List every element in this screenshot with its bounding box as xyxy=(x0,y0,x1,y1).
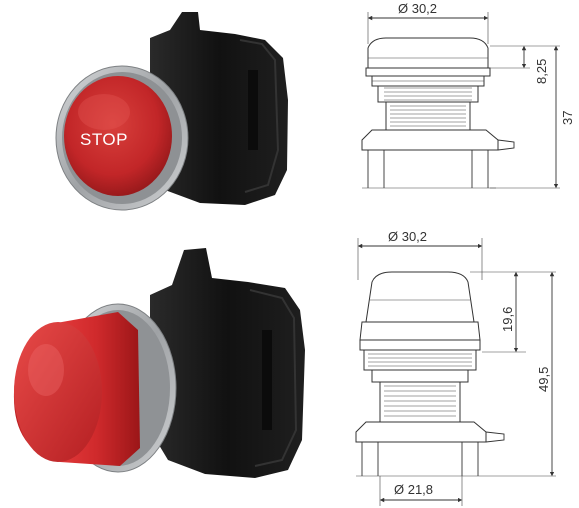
flush-red-cap xyxy=(64,76,172,196)
bottom-dimension-drawing: Ø 30,2 Ø 21,8 xyxy=(355,229,556,506)
bottom-base-diameter-label: Ø 21,8 xyxy=(394,482,433,497)
top-cap-height-label: 8,25 xyxy=(534,59,549,84)
top-dimension-drawing: Ø 30,2 8,25 37 xyxy=(361,1,575,189)
bottom-cap-height-label: 19,6 xyxy=(500,307,515,332)
bottom-diameter-label: Ø 30,2 xyxy=(388,229,427,244)
stop-label: STOP xyxy=(80,130,128,149)
top-diameter-label: Ø 30,2 xyxy=(398,1,437,16)
extended-pushbutton-photo xyxy=(13,248,305,478)
top-total-height-label: 37 xyxy=(560,111,575,125)
flush-pushbutton-photo: STOP xyxy=(55,12,288,211)
bottom-total-height-label: 49,5 xyxy=(536,367,551,392)
